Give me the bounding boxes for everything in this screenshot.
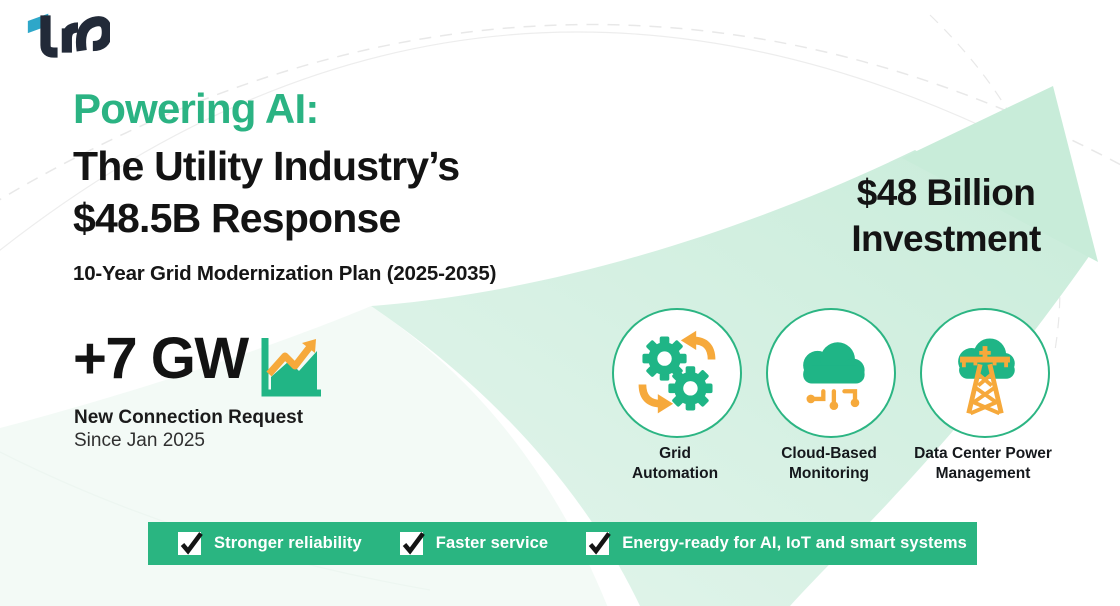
brand-logo (27, 13, 110, 58)
title-line-2: $48.5B Response (73, 195, 401, 242)
subtitle: 10-Year Grid Modernization Plan (2025-20… (73, 262, 497, 285)
feature-circle-cloud-monitoring (766, 308, 896, 438)
benefit-item: Energy-ready for AI, IoT and smart syste… (586, 532, 967, 555)
headline-block: Powering AI: The Utility Industry’s $48.… (73, 85, 460, 244)
benefit-item: Faster service (399, 532, 549, 555)
investment-line-1: $48 Billion (856, 172, 1036, 213)
checkmark-icon (399, 532, 425, 555)
checkmark-icon (586, 532, 612, 555)
stat-label: New Connection Request (74, 407, 304, 428)
benefit-label: Energy-ready for AI, IoT and smart syste… (622, 534, 967, 552)
benefit-label: Faster service (435, 534, 549, 552)
feature-label-grid-automation: Grid Automation (631, 445, 719, 483)
cloud-power-tower-icon (958, 338, 1015, 416)
benefit-label: Stronger reliability (214, 534, 362, 552)
feature-circle-grid-automation (612, 308, 742, 438)
stat-sublabel: Since Jan 2025 (74, 430, 205, 451)
title-accent: Powering AI: (73, 85, 319, 132)
cloud-network-icon (803, 342, 865, 410)
title-line-1: The Utility Industry’s (73, 143, 460, 189)
gears-cycle-icon (638, 330, 716, 414)
benefit-item: Stronger reliability (178, 532, 362, 555)
investment-line-2: Investment (851, 217, 1041, 259)
stat-value: +7 GW (73, 326, 249, 391)
checkmark-icon (178, 532, 203, 555)
investment-callout: $48 Billion Investment (790, 170, 1102, 262)
benefits-bar: Stronger reliability Faster service Ener… (148, 522, 977, 565)
feature-label-cloud-monitoring: Cloud-Based Monitoring (781, 445, 877, 483)
feature-label-datacenter-power: Data Center Power Management (914, 445, 1052, 483)
growth-chart-icon (261, 338, 321, 397)
feature-circle-datacenter-power (920, 308, 1050, 438)
